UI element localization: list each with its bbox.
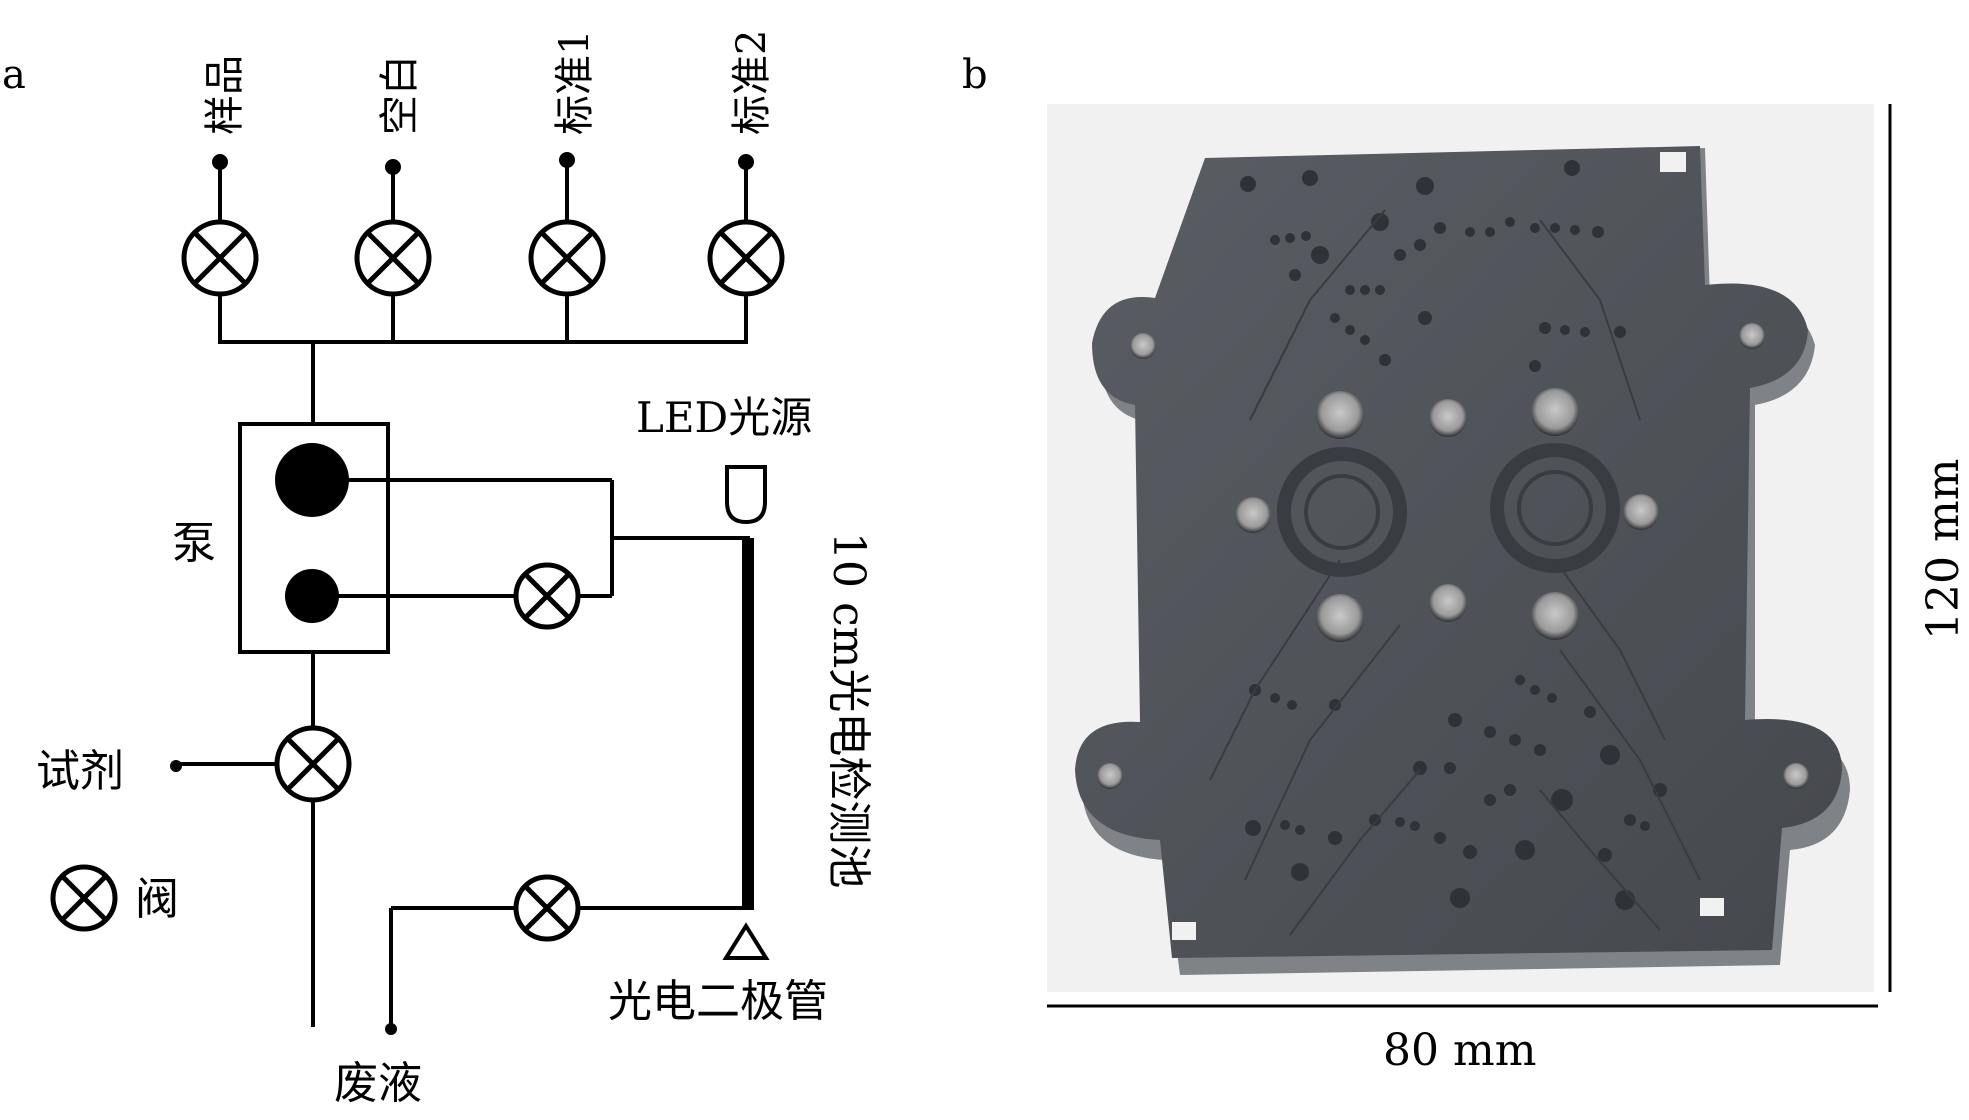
valve-blank [357, 222, 429, 294]
height-dimension-label: 120 mm [1918, 459, 1969, 640]
valve-pump-loop [516, 565, 578, 627]
large-holes [1235, 388, 1659, 642]
valve-reagent [277, 728, 349, 800]
notch-bottom-left [1172, 922, 1196, 940]
panel-a-label: a [2, 52, 26, 98]
led-label: LED光源 [636, 393, 812, 442]
inlet-label-standard-2: 标准2 [729, 30, 775, 135]
inlet-lines [212, 152, 754, 424]
panel-b: b [962, 52, 1969, 1076]
mounting-holes [1097, 323, 1809, 789]
waste-label: 废液 [334, 1058, 422, 1109]
led-symbol [725, 465, 767, 525]
mixing-rings [1277, 443, 1620, 577]
valve-legend-symbol [53, 867, 115, 929]
pump-label: 泵 [172, 518, 216, 569]
reagent-label: 试剂 [36, 746, 124, 797]
inlet-label-sample: 样品 [202, 55, 248, 135]
photodiode-label: 光电二极管 [608, 976, 828, 1027]
width-dimension-label: 80 mm [1383, 1025, 1536, 1076]
inlet-label-blank: 空白 [377, 55, 423, 135]
reagent-inlet-dot [170, 760, 182, 772]
cell-label: 10 cm光电检测池 [823, 532, 874, 888]
photodiode-symbol [722, 922, 770, 960]
panel-a: a 样品 空白 标准1 标准2 [2, 30, 874, 1109]
notch-top-right [1660, 152, 1686, 172]
inlet-label-standard-1: 标准1 [552, 30, 598, 135]
valve-standard-1 [531, 222, 603, 294]
valve-legend-label: 阀 [135, 874, 179, 925]
plate-top [1075, 146, 1842, 958]
small-holes [1240, 160, 1667, 910]
valve-sample [184, 222, 256, 294]
panel-b-label: b [962, 52, 988, 98]
notch-bottom-right [1700, 898, 1724, 916]
flow-lines [176, 478, 750, 1027]
microchannels [1209, 209, 1701, 936]
valve-standard-2 [710, 222, 782, 294]
valve-waste [516, 877, 578, 939]
waste-outlet-dot [385, 1023, 397, 1035]
